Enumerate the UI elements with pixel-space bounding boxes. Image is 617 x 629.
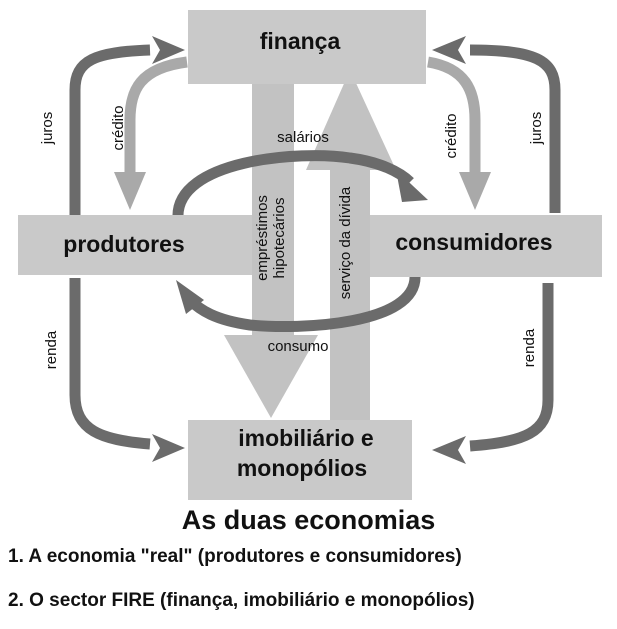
emprestimos-arrow [224,70,318,418]
juros-right-label: juros [528,112,545,146]
renda-left-arrow [69,278,185,462]
credito-left-arrow [114,56,188,210]
financa-node: finança [188,10,426,84]
servico-divida-arrow [306,70,396,425]
produtores-node: produtores [18,215,252,275]
imobiliario-label-2: monopólios [237,455,367,481]
renda-right-arrow [432,283,554,464]
consumidores-label: consumidores [395,229,552,255]
imobiliario-node: imobiliário e monopólios [188,420,412,500]
consumidores-node: consumidores [370,215,602,277]
credito-right-arrow [426,56,491,210]
flow-diagram: finança produtores consumidores imobiliá… [18,10,602,500]
emprestimos-label-1: empréstimos [254,195,271,281]
caption-line-2: 2. O sector FIRE (finança, imobiliário e… [8,590,475,611]
consumo-arrow [176,274,421,333]
credito-right-label: crédito [443,113,460,158]
produtores-label: produtores [63,231,184,257]
juros-right-arrow [432,36,561,213]
credito-left-label: crédito [110,105,127,150]
servico-divida-label: serviço da dívida [337,186,354,299]
renda-left-label: renda [43,330,60,369]
imobiliario-label-1: imobiliário e [238,425,373,451]
financa-label: finança [260,28,341,54]
salarios-label: salários [277,129,329,146]
consumo-label: consumo [268,338,329,355]
juros-left-label: juros [39,112,56,146]
salarios-arrow [172,150,428,219]
caption-line-1: 1. A economia "real" (produtores e consu… [8,546,462,567]
juros-left-arrow [69,36,185,215]
caption-title: As duas economias [181,505,436,535]
renda-right-label: renda [521,328,538,367]
emprestimos-label-2: hipotecários [271,198,288,279]
